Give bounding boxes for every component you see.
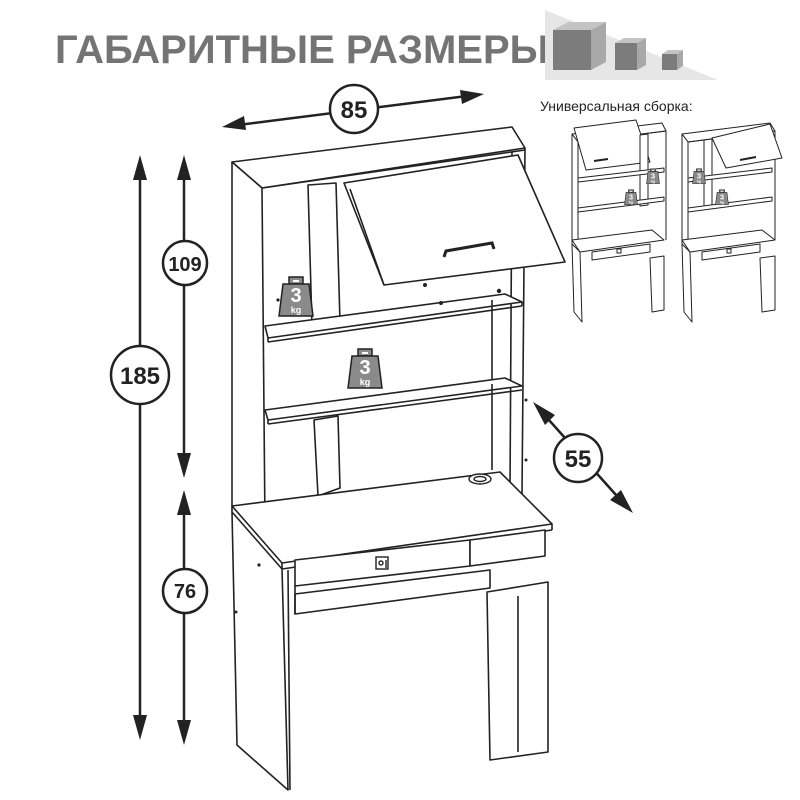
svg-text:3: 3: [697, 171, 701, 180]
weight-value: 3: [290, 285, 301, 307]
weight-unit: kg: [360, 377, 371, 387]
svg-text:185: 185: [120, 363, 160, 390]
weight-icon-lower: 3 kg: [347, 348, 383, 389]
weight-value: 3: [359, 357, 370, 379]
dim-label-width: 85: [328, 83, 380, 135]
weight-unit: kg: [291, 305, 302, 315]
svg-text:kg: kg: [697, 179, 701, 183]
dim-label-desk-height: 76: [161, 567, 209, 615]
fittings: [375, 241, 496, 570]
svg-text:kg: kg: [629, 200, 633, 204]
svg-text:85: 85: [341, 97, 368, 124]
holes: [234, 283, 528, 614]
svg-text:3: 3: [720, 192, 724, 201]
inset-variant-right: [681, 122, 783, 323]
svg-text:109: 109: [168, 254, 201, 276]
svg-text:3: 3: [651, 171, 655, 180]
weight-icon-upper: 3 kg: [278, 276, 314, 317]
page-title: ГАБАРИТНЫЕ РАЗМЕРЫ: [55, 28, 549, 72]
double-arrow-icon: [133, 90, 633, 745]
inset-weight-left-mid: 3 kg: [624, 189, 638, 205]
inset-weight-left-top: 3 kg: [646, 168, 660, 184]
furniture-drawing: [231, 126, 566, 791]
cubes-icon: [545, 10, 718, 80]
dim-label-top-height: 109: [161, 239, 209, 287]
svg-text:3: 3: [629, 192, 633, 201]
dim-label-depth: 55: [552, 432, 604, 484]
inset-variant-left: [571, 119, 667, 323]
svg-text:kg: kg: [720, 200, 724, 204]
inset-weight-right-top: 3 kg: [692, 168, 706, 184]
svg-text:55: 55: [565, 446, 592, 473]
inset-caption: Универсальная сборка:: [540, 98, 693, 114]
dim-label-total-height: 185: [109, 344, 171, 406]
inset-weight-right-mid: 3 kg: [715, 189, 729, 205]
door-handle-icon: [442, 241, 496, 258]
svg-text:kg: kg: [651, 179, 655, 183]
svg-text:76: 76: [174, 581, 196, 603]
